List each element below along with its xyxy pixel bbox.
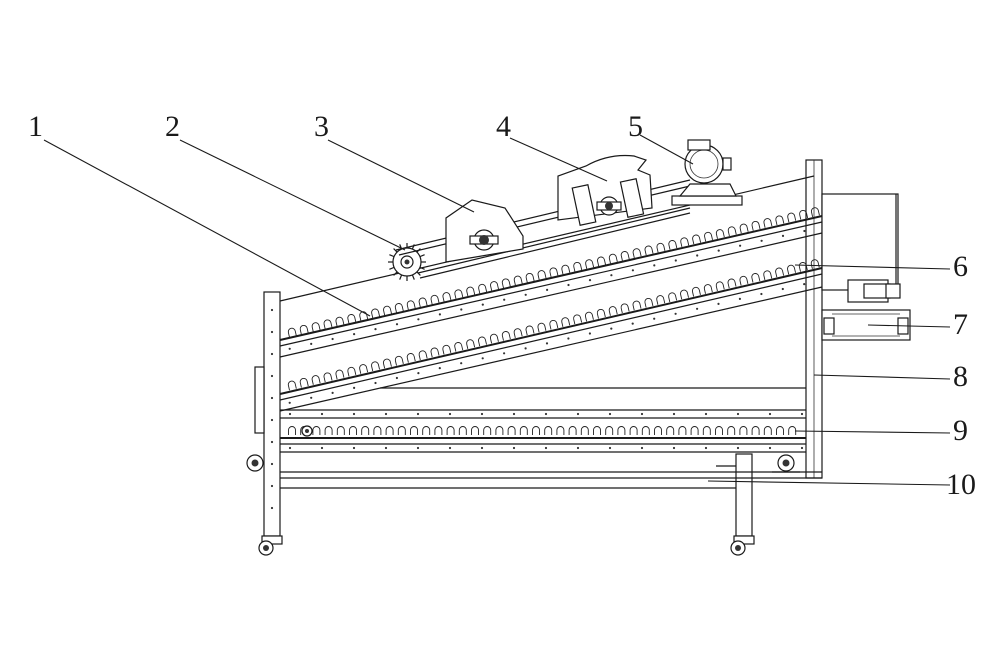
drive-motor: [821, 279, 911, 341]
left-caster-wheel: [258, 535, 283, 556]
drive-sprocket: [388, 243, 426, 281]
callout-9: 9: [953, 414, 968, 447]
callout-labels: 1 2 3 4 5 6 7 8 9 10: [28, 110, 976, 501]
base-frame-beam: [246, 454, 822, 489]
callout-6: 6: [953, 250, 968, 283]
discharge-hopper: [821, 193, 899, 291]
vibration-motor: [671, 139, 743, 206]
bottom-horizontal-conveyor: [280, 409, 806, 453]
callout-2: 2: [165, 110, 180, 143]
upper-inclined-conveyor: [279, 207, 823, 358]
callout-10: 10: [946, 468, 976, 501]
callout-4: 4: [496, 110, 511, 143]
bearing-housing: [445, 199, 524, 263]
right-support-leg: [716, 453, 753, 537]
middle-inclined-conveyor: [279, 259, 823, 412]
callout-7: 7: [953, 308, 968, 341]
leader-lines: [43, 134, 951, 486]
right-caster-wheel: [730, 535, 755, 556]
vibration-bracket: [557, 154, 653, 226]
callout-8: 8: [953, 360, 968, 393]
callout-3: 3: [314, 110, 329, 143]
callout-1: 1: [28, 110, 43, 143]
callout-5: 5: [628, 110, 643, 143]
left-frame-post: [254, 291, 281, 537]
